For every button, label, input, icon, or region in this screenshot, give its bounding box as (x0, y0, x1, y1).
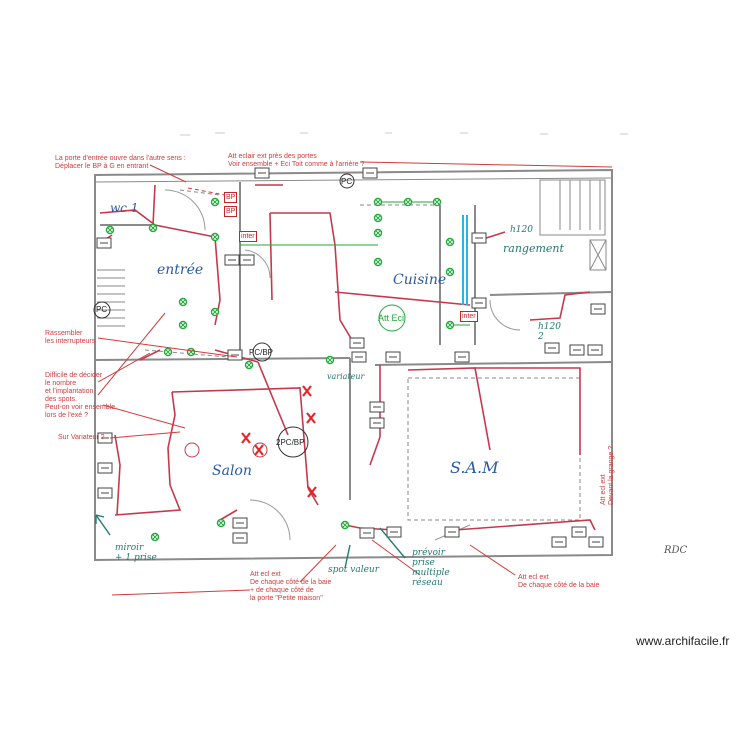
water-pipe (462, 215, 468, 305)
spot-marker-cross (212, 199, 218, 205)
spot-marker-cross (152, 534, 158, 540)
spot-marker-cross (107, 227, 113, 233)
spot-marker-cross (165, 349, 171, 355)
spot-marker-cross (180, 322, 186, 328)
spot-marker-cross (375, 199, 381, 205)
note-garage: Att ecl ext Devant la grange ? (600, 445, 615, 505)
spot-marker-cross (212, 309, 218, 315)
spot-marker-cross (447, 239, 453, 245)
label-pc-bp: PC/BP (249, 348, 274, 357)
note-bay-right: Att ecl ext De chaque côté de la baie (518, 574, 600, 589)
spot-marker-cross (434, 199, 440, 205)
spot-marker-cross (375, 259, 381, 265)
note-interrupteurs: Rassembler les interrupteurs (45, 330, 96, 345)
tag-inter-1: inter (239, 231, 257, 242)
spot-marker-cross (327, 357, 333, 363)
spot-marker-cross (375, 230, 381, 236)
label-miroir: miroir + 1 prise (115, 543, 157, 563)
header-dashes (180, 132, 628, 136)
tag-inter-2: inter (460, 311, 478, 322)
spot-marker-cross (375, 215, 381, 221)
note-door: La porte d'entrée ouvre dans l'autre sen… (55, 155, 186, 170)
room-wc: wc 1 (110, 201, 139, 215)
annotation-leaders (97, 161, 613, 596)
room-sam: S.A.M (450, 458, 499, 477)
att-eci-circle (378, 304, 406, 332)
room-rangement: rangement (503, 242, 564, 255)
spot-marker-cross (342, 522, 348, 528)
stairs-left (97, 269, 125, 327)
spot-marker-cross (218, 520, 224, 526)
label-att-eci: Att Eci (378, 313, 405, 323)
spot-marker-cross (405, 199, 411, 205)
note-bay-left: Att ecl ext De chaque côté de la baie + … (250, 571, 332, 602)
label-pc-top: PC (341, 177, 353, 186)
spot-marker-cross (180, 299, 186, 305)
stairs-right (559, 180, 601, 230)
label-variateur: variateur (327, 372, 365, 381)
spot-marker-cross (447, 322, 453, 328)
label-2pc-bp: 2PC/BP (276, 438, 305, 447)
x-marks (241, 385, 317, 498)
watermark: www.archifacile.fr (636, 634, 730, 648)
teal-arrows (95, 514, 406, 569)
label-h120: h120 (510, 225, 533, 235)
tag-bp-1: BP (224, 192, 238, 203)
note-porch: Att eclair ext près des portes Voir ense… (228, 153, 365, 168)
room-salon: Salon (212, 463, 252, 479)
green-wiring (240, 201, 470, 326)
label-spot-valeur: spot valeur (328, 565, 380, 575)
tag-bp-2: BP (224, 206, 238, 217)
label-pc-left: PC (96, 305, 108, 314)
note-variateur: Sur Variateur ? (58, 434, 105, 441)
spot-marker-cross (447, 269, 453, 275)
kitchen-counter (144, 189, 581, 521)
spot-markers (105, 197, 455, 542)
spot-marker-cross (150, 225, 156, 231)
note-spots: Difficile de décider le nombre et l'impl… (45, 372, 116, 419)
label-h120b: h120 2 (538, 322, 561, 342)
room-entree: entrée (157, 262, 204, 278)
circles (93, 173, 355, 458)
room-cuisine: Cuisine (393, 272, 447, 288)
spot-marker-cross (212, 234, 218, 240)
spot-marker-cross (246, 362, 252, 368)
level-label: RDC (664, 545, 688, 556)
label-prevoir: prévoir prise multiple réseau (412, 548, 450, 588)
